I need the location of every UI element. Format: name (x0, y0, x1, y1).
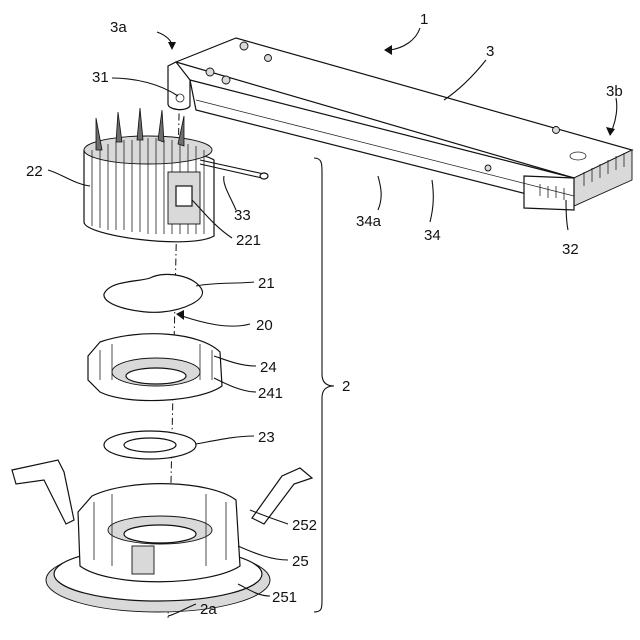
leader-23 (196, 436, 254, 444)
label-1: 1 (420, 11, 428, 28)
label-25: 25 (292, 553, 309, 570)
label-24: 24 (260, 359, 277, 376)
assembly-brace (314, 158, 334, 612)
leader-34 (430, 180, 433, 222)
heat-sink (84, 108, 214, 242)
connector-221 (176, 186, 192, 206)
spring-clip-left (12, 460, 74, 524)
label-2: 2 (342, 378, 350, 395)
label-31: 31 (92, 69, 109, 86)
label-20: 20 (256, 317, 273, 334)
housing-screw (265, 55, 272, 62)
reflector-holder (88, 334, 222, 401)
arrow-3a (168, 42, 176, 50)
mounting-bracket (168, 62, 190, 110)
label-21: 21 (258, 275, 275, 292)
arrow-3b (606, 127, 615, 136)
housing-screw (222, 76, 230, 84)
label-221: 221 (236, 232, 261, 249)
leader-1 (390, 28, 420, 50)
label-33: 33 (234, 207, 251, 224)
label-32: 32 (562, 241, 579, 258)
label-22: 22 (26, 163, 43, 180)
label-251: 251 (272, 589, 297, 606)
label-241: 241 (258, 385, 283, 402)
label-2a: 2a (200, 601, 217, 618)
label-23: 23 (258, 429, 275, 446)
leader-25 (238, 546, 288, 560)
leader-34a (378, 176, 381, 210)
trim-clip (132, 546, 154, 574)
label-252: 252 (292, 517, 317, 534)
housing-screw (206, 68, 214, 76)
spring-clip-right (252, 468, 312, 524)
arrow-1 (384, 45, 392, 55)
housing-screw (240, 42, 248, 50)
trim-base (12, 460, 312, 612)
housing-screw (485, 165, 491, 171)
label-34a: 34a (356, 213, 382, 230)
arrow-20 (176, 310, 184, 320)
label-34: 34 (424, 227, 441, 244)
leader-21 (196, 282, 254, 286)
leader-3 (444, 60, 486, 100)
optic-ring (104, 431, 196, 459)
holder-inner-ring (126, 368, 186, 384)
housing-screw (553, 127, 560, 134)
label-3a: 3a (110, 19, 127, 36)
led-board (104, 274, 203, 312)
driver-housing (168, 38, 632, 210)
trim-inner (124, 525, 196, 543)
label-3b: 3b (606, 83, 623, 100)
leader-20 (182, 316, 250, 326)
leader-3b (612, 98, 617, 130)
leader-33 (224, 176, 236, 210)
label-3: 3 (486, 43, 494, 60)
ring-inner (124, 438, 176, 452)
